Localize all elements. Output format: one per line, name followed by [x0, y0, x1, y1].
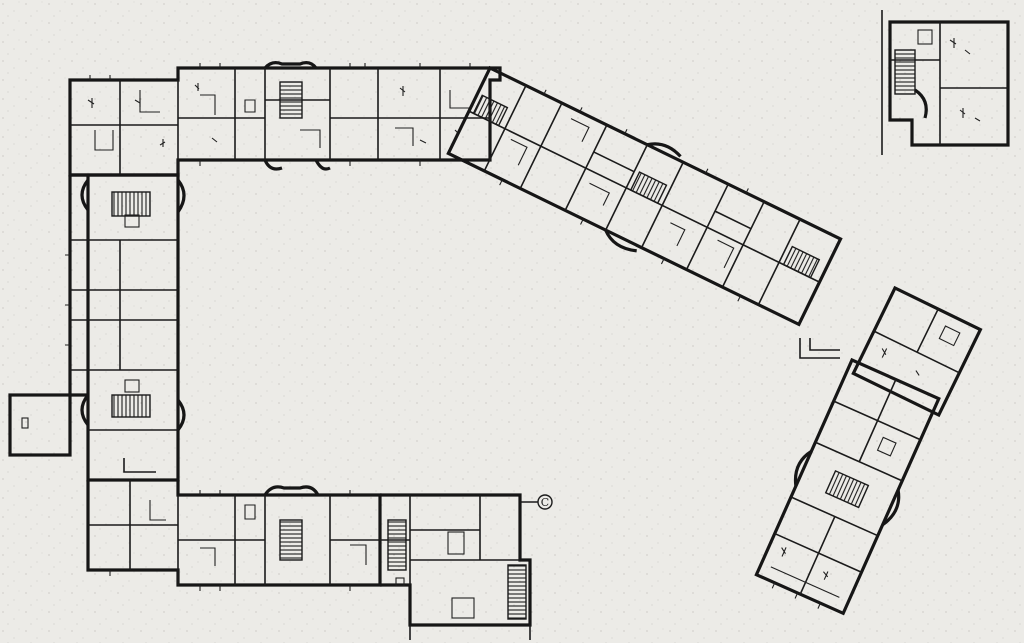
- bottom-wing: C: [86, 480, 553, 640]
- stair-left-lower: [111, 394, 151, 418]
- stair-bottom-annex: [507, 564, 527, 620]
- diagonal-wing: [446, 65, 843, 327]
- top-wing: [68, 61, 502, 177]
- lower-right-wing: [754, 357, 941, 616]
- stair-diagonal-3: [782, 245, 821, 279]
- end-marker-label: C: [541, 496, 549, 509]
- inset-stair: [894, 49, 916, 95]
- end-marker-circle: [537, 494, 553, 510]
- stair-top-wing: [279, 81, 303, 119]
- stair-left-upper: [111, 191, 151, 217]
- stair-bottom-wing: [279, 519, 303, 561]
- stair-diagonal-2: [629, 171, 668, 205]
- left-annex: [8, 393, 72, 457]
- stair-lower-right: [824, 469, 870, 509]
- link-corridor: [799, 338, 840, 359]
- diagonal-end-block: [851, 285, 983, 418]
- inset-plan: [881, 10, 1010, 155]
- stair-diagonal-1: [472, 94, 509, 127]
- left-wing: [8, 173, 186, 482]
- stair-bottom-right: [387, 519, 407, 571]
